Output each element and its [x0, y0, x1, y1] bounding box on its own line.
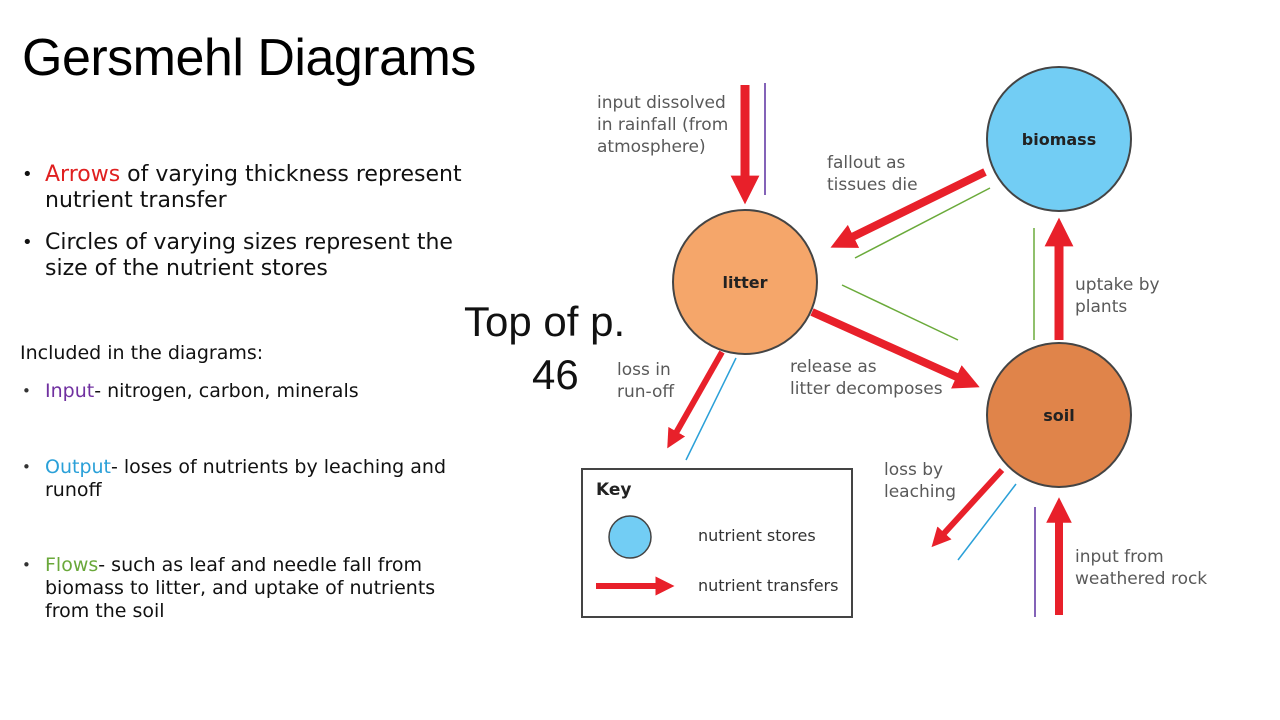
flows-keyword: Flows	[45, 554, 99, 576]
bullet-input: • Input- nitrogen, carbon, minerals	[20, 380, 480, 403]
circles-text: Circles of varying sizes represent the s…	[45, 230, 453, 281]
runoff-arrow	[667, 350, 725, 449]
bullet-output: • Output- loses of nutrients by leaching …	[20, 456, 480, 502]
note-line-1: Top of p.	[464, 298, 626, 345]
output-annotation-line	[685, 357, 737, 461]
key-title: Key	[596, 480, 632, 500]
input-text: - nitrogen, carbon, minerals	[94, 380, 359, 402]
weathered-rock-label: input from weathered rock	[1075, 547, 1207, 589]
key-store-icon	[608, 515, 652, 559]
bullet-dot-icon: •	[22, 556, 31, 574]
bullet-dot-icon: •	[22, 382, 31, 400]
bullet-dot-icon: •	[22, 458, 31, 476]
fallout-arrow	[830, 168, 987, 248]
bullet-flows: • Flows- such as leaf and needle fall fro…	[20, 554, 480, 623]
fallout-label: fallout as tissues die	[827, 153, 918, 195]
included-heading: Included in the diagrams:	[20, 342, 264, 364]
bullet-arrows: • Arrows of varying thickness represent n…	[20, 162, 480, 214]
release-label: release as litter decomposes	[790, 357, 943, 399]
soil-label: soil	[1043, 406, 1074, 425]
litter-store	[672, 209, 818, 355]
output-keyword: Output	[45, 456, 111, 478]
release-arrow	[810, 308, 980, 389]
output-text: - loses of nutrients by leaching and run…	[45, 456, 447, 501]
arrows-keyword: Arrows	[45, 162, 121, 187]
bullet-dot-icon: •	[22, 232, 33, 253]
arrows-text: of varying thickness represent nutrient …	[45, 162, 462, 213]
bullet-dot-icon: •	[22, 164, 33, 185]
key-transfers-label: nutrient transfers	[698, 576, 838, 595]
soil-store	[986, 342, 1132, 488]
biomass-label: biomass	[1022, 130, 1096, 149]
uptake-label: uptake by plants	[1075, 275, 1165, 317]
bullet-circles: • Circles of varying sizes represent the …	[20, 230, 480, 282]
page-reference-note: Top of p. 46	[464, 298, 625, 404]
output-annotation-line	[957, 483, 1017, 561]
slide-title: Gersmehl Diagrams	[22, 29, 476, 87]
biomass-store	[986, 66, 1132, 212]
input-keyword: Input	[45, 380, 95, 402]
leaching-label: loss by leaching	[884, 460, 956, 502]
key-stores-label: nutrient stores	[698, 526, 816, 545]
flow-annotation-line	[854, 187, 991, 259]
note-line-2: 46	[532, 351, 579, 398]
runoff-label: loss in run-off	[617, 360, 676, 402]
litter-label: litter	[722, 273, 767, 292]
rainfall-input-label: input dissolved in rainfall (from atmosp…	[597, 93, 734, 157]
flows-text: - such as leaf and needle fall from biom…	[45, 554, 436, 622]
leaching-arrow	[931, 467, 1005, 548]
flow-annotation-line	[841, 284, 959, 341]
